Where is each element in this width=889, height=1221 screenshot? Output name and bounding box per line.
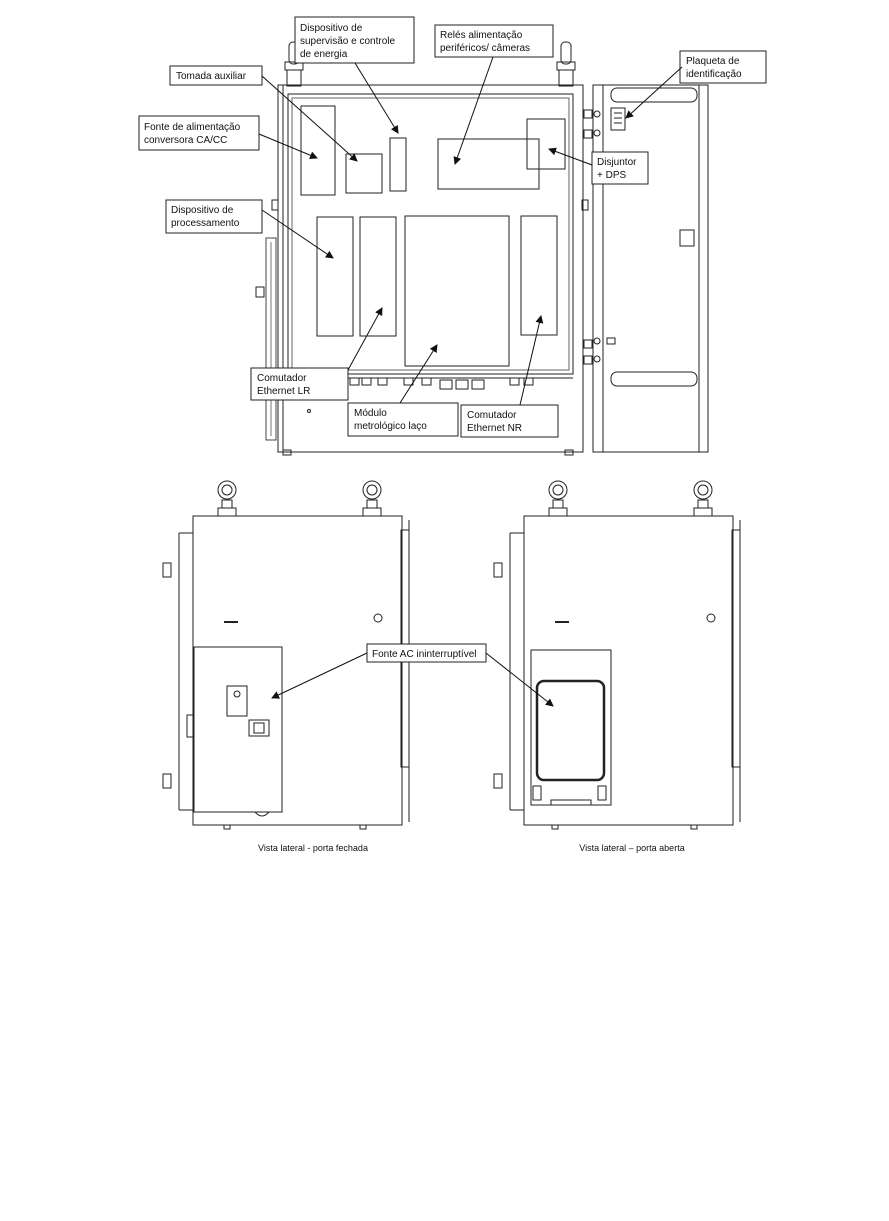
label-supervision-device: Dispositivo de supervisão e controle de … [300, 23, 398, 60]
cable-glands [349, 377, 534, 390]
ethernet-lr-box [359, 216, 397, 337]
callouts: Dispositivo de supervisão e controle de … [138, 16, 767, 707]
side-view-closed [162, 480, 410, 830]
label-breaker: Disjuntor + DPS [597, 157, 639, 181]
leader-breaker [548, 147, 593, 166]
caption-side-closed: Vista lateral - porta fechada [258, 843, 368, 853]
leader-ups-closed [271, 652, 368, 699]
supervision-device-box [389, 137, 407, 192]
callout-processing-device [165, 199, 263, 234]
side-view-open [493, 480, 741, 830]
label-ethernet-lr: Comutador Ethernet LR [257, 373, 310, 397]
cabinet-body [277, 84, 584, 453]
id-plate [610, 107, 626, 131]
aux-socket-box [345, 153, 383, 194]
inner-frame [287, 93, 574, 375]
label-id-plate: Plaqueta de identificação [686, 56, 742, 80]
callout-supervision-device [294, 16, 415, 64]
leader-metrology-module [399, 344, 438, 404]
ethernet-nr-box [520, 215, 558, 336]
label-relays: Relés alimentação periféricos/ câmeras [440, 30, 530, 54]
label-ups: Fonte AC ininterruptível [372, 649, 477, 660]
label-aux-socket: Tomada auxiliar [176, 71, 247, 82]
relays-box [437, 138, 540, 190]
leader-relays [453, 56, 494, 165]
leader-supervision-device [354, 62, 399, 134]
leader-ups-open [485, 652, 554, 707]
door-latch [248, 719, 270, 737]
leader-id-plate [625, 66, 683, 119]
callout-relays [434, 24, 554, 58]
callout-power-supply [138, 115, 260, 151]
side-body-closed [192, 515, 403, 826]
label-power-supply: Fonte de alimentação conversora CA/CC [144, 122, 243, 146]
label-ethernet-nr: Comutador Ethernet NR [467, 410, 522, 434]
leader-ethernet-lr [347, 307, 383, 371]
leader-aux-socket [261, 75, 358, 162]
metrology-module-box [404, 215, 510, 367]
processing-device-box [316, 216, 354, 337]
callout-metrology-module [347, 402, 459, 437]
open-door [592, 84, 709, 453]
callout-breaker [591, 151, 649, 185]
side-door-panel [193, 646, 283, 813]
label-metrology-module: Módulo metrológico laço [354, 408, 427, 432]
callout-ethernet-lr [250, 367, 349, 401]
callout-aux-socket [169, 65, 263, 86]
power-supply-box [300, 105, 336, 196]
callout-id-plate [679, 50, 767, 84]
callout-ethernet-nr [460, 404, 559, 438]
side-body-open [523, 515, 734, 826]
lifting-lug-right [556, 41, 576, 87]
label-processing-device: Dispositivo de processamento [171, 205, 240, 229]
leader-power-supply [258, 133, 318, 160]
ups-unit [535, 679, 606, 782]
caption-side-open: Vista lateral – porta aberta [579, 843, 684, 853]
leader-processing-device [261, 209, 334, 259]
breaker-box [526, 118, 566, 170]
ups-compartment [530, 649, 612, 806]
leader-ethernet-nr [519, 315, 544, 406]
